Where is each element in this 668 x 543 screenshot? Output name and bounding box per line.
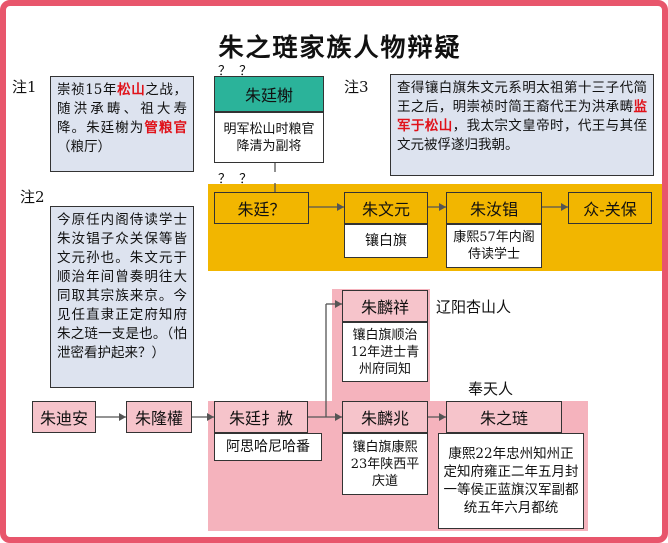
person-zhu-zhi-lian-detail: 康熙22年忠州知州正定知府雍正二年五月封一等侯正蓝旗汉军副都统五年六月都统 [438,433,584,529]
note3-box: 查得镶白旗朱文元系明太祖第十三子代简王之后，明崇祯时简王裔代王为洪承畴监军于松山… [390,74,654,176]
note3-label: 注3 [344,78,369,96]
n1-text-segment: 管粮官 [144,120,187,136]
n1-text-segment: （粮厅） [57,139,111,155]
question-marks-top: ？ ？ [218,64,255,79]
place-liaoyang: 辽阳杏山人 [436,298,512,316]
n1-text-segment: 崇祯15年 [57,82,118,98]
person-zhu-ting-she-detail: 阿思哈尼哈番 [214,433,322,461]
person-zhong-guan-bao: 众-关保 [568,192,652,224]
person-zhu-lin-zhao: 朱麟兆 [342,401,428,433]
note1-label: 注1 [12,78,37,96]
person-zhu-ting-she: 朱廷扌赦 [214,401,308,433]
person-zhu-lin-xiang: 朱麟祥 [342,290,428,322]
person-zhu-ting-unknown: 朱廷？ [214,192,309,224]
person-zhu-ting-xie-detail: 明军松山时粮官降清为副将 [214,112,324,163]
person-zhu-ru-chang-detail: 康熙57年内阁侍读学士 [446,224,542,268]
n3-text-segment: 监军于松山 [397,99,647,134]
note2-label: 注2 [20,188,45,206]
person-zhu-wen-yuan-detail: 镶白旗 [344,224,428,258]
person-zhu-long-quan: 朱隆權 [126,401,192,433]
connector-lines [96,163,568,421]
person-zhu-ru-chang: 朱汝锠 [446,192,542,224]
person-zhu-wen-yuan: 朱文元 [344,192,428,224]
page-title: 朱之琏家族人物辩疑 [218,33,462,62]
note2-box: 今原任内阁侍读学士朱汝锠子众关保等皆文元孙也。朱文元于顺治年间曾奏明往大同取其宗… [50,206,194,388]
person-zhu-di-an: 朱迪安 [32,401,96,433]
person-zhu-lin-zhao-detail: 镶白旗康熙23年陕西平庆道 [342,433,428,495]
person-zhu-zhi-lian: 朱之琏 [446,401,562,433]
n1-text-segment: 之战，随洪承畴、祖大寿降。朱廷榭为 [57,82,187,136]
person-zhu-ting-xie: 朱廷榭 [214,76,324,112]
question-marks-middle: ？ ？ [218,172,255,187]
n3-text-segment: 查得镶白旗朱文元系明太祖第十三子代简王之后，明崇祯时简王裔代王为洪承畴 [397,80,647,115]
n3-text-segment: ，我太宗文皇帝时，代王与其侄文元被俘遂归我朝。 [397,118,648,153]
person-zhu-lin-xiang-detail: 镶白旗顺治12年进士青州府同知 [342,322,428,382]
note1-box: 崇祯15年松山之战，随洪承畴、祖大寿降。朱廷榭为管粮官 （粮厅） [50,76,194,172]
place-fengtian: 奉天人 [468,380,514,398]
n1-text-segment: 松山 [117,82,146,98]
